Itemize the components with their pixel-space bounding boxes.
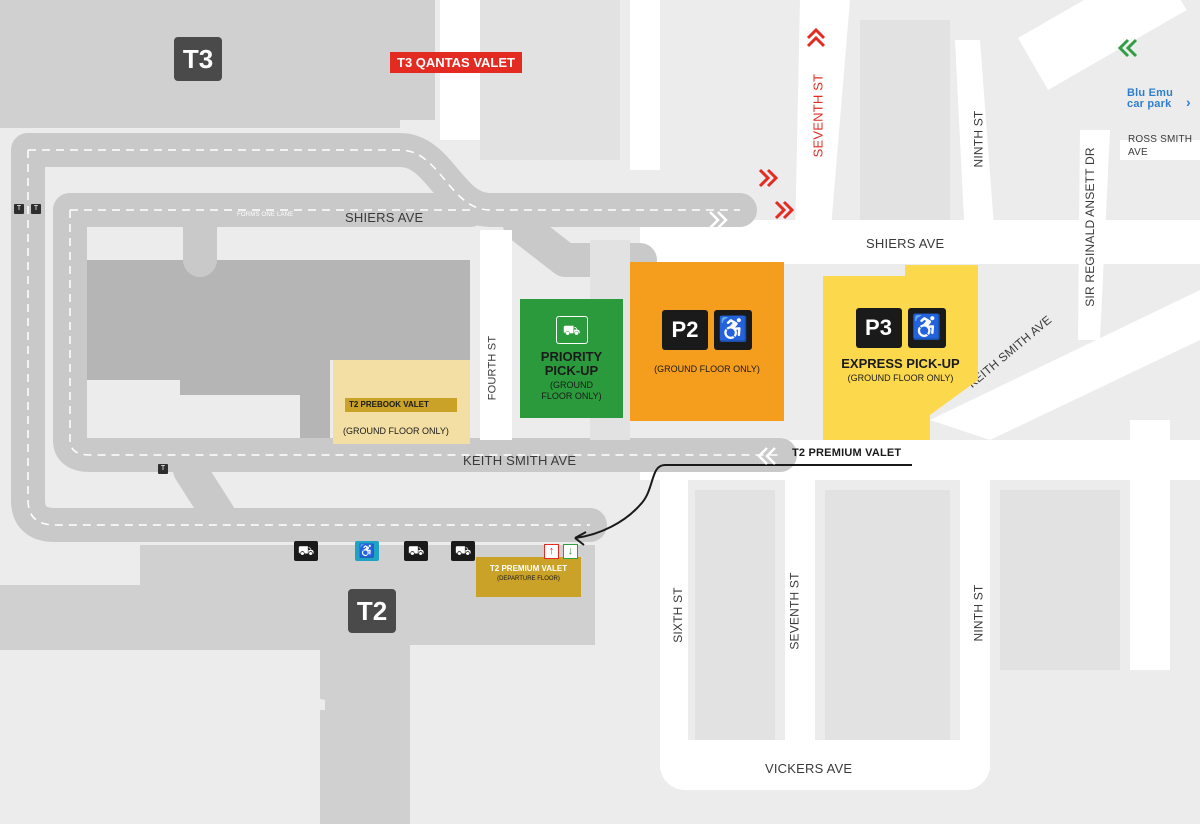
p3-sub: (GROUND FLOOR ONLY) — [847, 372, 954, 383]
t2-prebook-valet-label: T2 PREBOOK VALET — [345, 398, 457, 412]
blu-emu-line2: car park — [1127, 98, 1172, 110]
t2-premium-valet-departure-sub: (DEPARTURE FLOOR) — [497, 576, 560, 582]
plane-icon — [215, 650, 325, 744]
blu-emu-line1: Blu Emu — [1127, 87, 1174, 99]
t2-premium-valet-label: T2 PREMIUM VALET — [792, 447, 902, 459]
shiers-ave-east-label: SHIERS AVE — [866, 236, 945, 251]
t2-terminal-marker: T2 — [348, 589, 396, 633]
t3-marker-icon: T — [14, 204, 24, 214]
t2-marker-icon: T — [31, 204, 41, 214]
t2-prebook-valet-sub: (GROUND FLOOR ONLY) — [343, 426, 449, 436]
valet-route-line — [574, 464, 785, 539]
down-arrow-icon: ↓ — [563, 544, 578, 559]
car-drop-off-icon: ⛟ — [404, 541, 428, 561]
central-carpark-building — [75, 260, 470, 440]
green-chevron-icon — [1117, 38, 1138, 58]
ross-smith-ave-line2: AVE — [1128, 147, 1148, 158]
priority-title-line2: PICK-UP — [544, 362, 599, 378]
t2-premium-valet-departure-label: T2 PREMIUM VALET — [489, 564, 568, 573]
seventh-st-south-label: SEVENTH ST — [787, 572, 802, 650]
t3-marker-icon: T — [158, 464, 168, 474]
t3-terminal-marker: T3 — [174, 37, 222, 81]
priority-pick-up-area[interactable]: ⛟ PRIORITY PICK-UP (GROUND FLOOR ONLY) — [520, 299, 623, 418]
keith-smith-ave-west-label: KEITH SMITH AVE — [463, 453, 577, 468]
car-drop-off-icon: ⛟ — [294, 541, 318, 561]
wheelchair-icon: ♿ — [355, 541, 379, 561]
vickers-ave-label: VICKERS AVE — [765, 761, 853, 776]
sixth-st-label: SIXTH ST — [670, 587, 685, 643]
forms-one-lane-label: FORMS ONE LANE — [237, 212, 294, 218]
p3-badge: P3 — [855, 307, 902, 348]
shiers-ave-west-label: SHIERS AVE — [345, 210, 424, 225]
car-pickup-icon: ⛟ — [555, 315, 588, 344]
p3-car-park[interactable]: P3 ♿ EXPRESS PICK-UP (GROUND FLOOR ONLY) — [823, 295, 978, 395]
ninth-st-south-label: NINTH ST — [971, 584, 986, 642]
blu-emu-car-park-label[interactable]: Blu Emu car park — [1127, 88, 1173, 110]
car-drop-off-icon: ⛟ — [451, 541, 475, 561]
t3-qantas-valet-label: T3 QANTAS VALET — [390, 52, 522, 73]
priority-sub-line2: FLOOR ONLY) — [541, 390, 602, 401]
wheelchair-icon: ♿ — [714, 309, 752, 350]
up-arrow-icon: ↑ — [544, 544, 559, 559]
t2-premium-valet-departure-area[interactable]: T2 PREMIUM VALET (DEPARTURE FLOOR) — [476, 557, 581, 597]
seventh-st-north-label: SEVENTH ST — [810, 73, 826, 158]
priority-title-line1: PRIORITY — [540, 348, 603, 364]
t2-prebook-valet-area[interactable]: T2 PREBOOK VALET (GROUND FLOOR ONLY) — [333, 360, 470, 444]
t2-building — [0, 545, 595, 824]
sir-reginald-ansett-dr-label: SIR REGINALD ANSETT DR — [1082, 147, 1097, 307]
priority-sub-line1: (GROUND — [550, 379, 593, 390]
ninth-st-north-label: NINTH ST — [971, 110, 986, 168]
p2-badge: P2 — [662, 309, 708, 350]
fourth-st-label: FOURTH ST — [486, 335, 499, 401]
p2-car-park[interactable]: P2 ♿ (GROUND FLOOR ONLY) — [630, 262, 784, 421]
red-chevron-icons — [758, 27, 826, 220]
p2-sub: (GROUND FLOOR ONLY) — [654, 363, 760, 374]
p3-title: EXPRESS PICK-UP — [841, 355, 960, 371]
ross-smith-ave-line1: ROSS SMITH — [1128, 134, 1193, 145]
blu-emu-arrow-icon: › — [1186, 94, 1191, 110]
wheelchair-icon: ♿ — [907, 307, 946, 348]
